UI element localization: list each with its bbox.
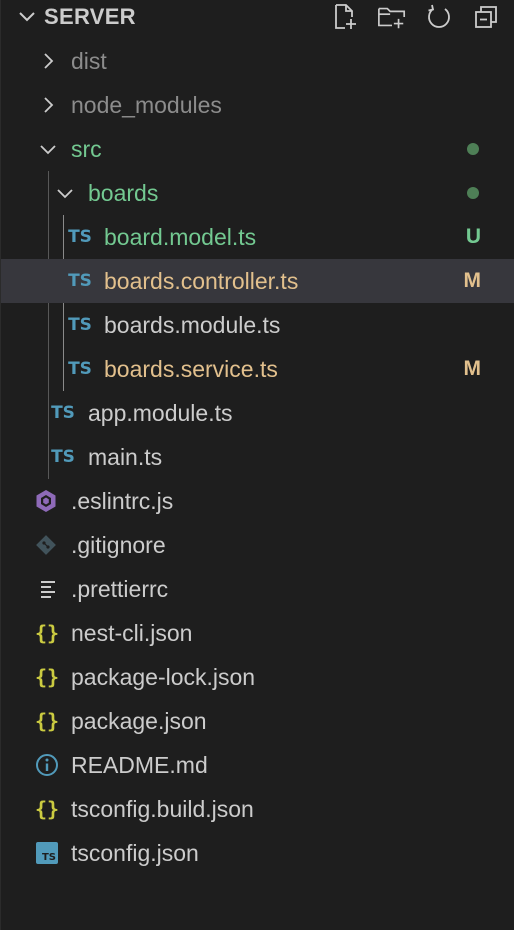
tree-file-readme[interactable]: README.md <box>1 743 514 787</box>
file-label: tsconfig.json <box>71 840 199 866</box>
new-file-icon <box>335 4 356 29</box>
tree-folder-boards[interactable]: boards <box>1 171 514 215</box>
folder-label: node_modules <box>71 92 222 118</box>
collapse-all-button[interactable] <box>471 2 501 32</box>
file-label: boards.controller.ts <box>104 268 299 294</box>
tree-file-boards-module[interactable]: TS boards.module.ts <box>1 303 514 347</box>
tree-file-app-module[interactable]: TS app.module.ts <box>1 391 514 435</box>
file-label: .gitignore <box>71 532 166 558</box>
info-icon <box>34 743 60 787</box>
folder-label: boards <box>88 180 159 206</box>
tree-folder-node-modules[interactable]: node_modules <box>1 83 514 127</box>
tree-file-main[interactable]: TS main.ts <box>1 435 514 479</box>
folder-label: dist <box>71 48 107 74</box>
tree-file-package-lock[interactable]: {} package-lock.json <box>1 655 514 699</box>
chevron-down-icon[interactable] <box>15 5 39 29</box>
file-label: .eslintrc.js <box>71 488 174 514</box>
git-status-modified: M <box>463 269 482 292</box>
tree-file-prettierrc[interactable]: .prettierrc <box>1 567 514 611</box>
tree-folder-src[interactable]: src <box>1 127 514 171</box>
indent-guide-src <box>48 171 49 479</box>
typescript-icon: TS <box>51 447 75 467</box>
refresh-button[interactable] <box>424 2 454 32</box>
git-status-dot <box>467 187 479 199</box>
file-label: package.json <box>71 708 207 734</box>
typescript-icon: TS <box>51 403 75 423</box>
file-label: tsconfig.build.json <box>71 796 254 822</box>
tree-file-eslintrc[interactable]: .eslintrc.js <box>1 479 514 523</box>
refresh-icon <box>428 4 450 28</box>
tree-file-board-model[interactable]: TS board.model.ts U <box>1 215 514 259</box>
lines-icon <box>36 567 60 611</box>
explorer-actions <box>330 2 501 32</box>
typescript-icon: TS <box>68 315 92 335</box>
indent-guide-boards <box>63 215 64 391</box>
new-folder-icon <box>378 7 406 29</box>
json-icon: {} <box>34 797 60 821</box>
file-label: .prettierrc <box>71 576 169 602</box>
tree-file-boards-service[interactable]: TS boards.service.ts M <box>1 347 514 391</box>
tsconfig-icon: TS <box>35 831 59 875</box>
chevron-right-icon <box>44 53 54 69</box>
typescript-icon: TS <box>68 359 92 379</box>
folder-label: src <box>71 136 102 162</box>
tree-file-package[interactable]: {} package.json <box>1 699 514 743</box>
file-label: boards.module.ts <box>104 312 281 338</box>
json-icon: {} <box>34 621 60 645</box>
eslint-icon <box>33 479 59 523</box>
git-status-dot <box>467 143 479 155</box>
typescript-icon: TS <box>68 271 92 291</box>
collapse-all-icon <box>475 6 497 28</box>
new-file-button[interactable] <box>330 2 360 32</box>
file-label: README.md <box>71 752 208 778</box>
file-label: app.module.ts <box>88 400 233 426</box>
tree-file-tsconfig-build[interactable]: {} tsconfig.build.json <box>1 787 514 831</box>
tree-folder-dist[interactable]: dist <box>1 39 514 83</box>
tree-file-nest-cli[interactable]: {} nest-cli.json <box>1 611 514 655</box>
file-label: main.ts <box>88 444 163 470</box>
json-icon: {} <box>34 709 60 733</box>
explorer-section-header[interactable]: SERVER <box>1 0 514 34</box>
json-icon: {} <box>34 665 60 689</box>
chevron-right-icon <box>44 97 54 113</box>
tree-file-gitignore[interactable]: .gitignore <box>1 523 514 567</box>
file-tree: dist node_modules src boards <box>1 39 514 875</box>
git-status-untracked: U <box>465 225 481 248</box>
section-title: SERVER <box>44 4 136 29</box>
tree-file-boards-controller[interactable]: TS boards.controller.ts M <box>1 259 514 303</box>
tree-file-tsconfig[interactable]: TS tsconfig.json <box>1 831 514 875</box>
file-label: package-lock.json <box>71 664 256 690</box>
file-label: board.model.ts <box>104 224 257 250</box>
chevron-down-icon <box>57 189 73 199</box>
new-folder-button[interactable] <box>377 2 407 32</box>
typescript-icon: TS <box>68 227 92 247</box>
file-label: boards.service.ts <box>104 356 278 382</box>
git-icon <box>34 523 58 567</box>
chevron-down-icon <box>40 145 56 155</box>
file-label: nest-cli.json <box>71 620 193 646</box>
tsconfig-icon-text: TS <box>41 852 56 863</box>
git-status-modified: M <box>463 357 482 380</box>
